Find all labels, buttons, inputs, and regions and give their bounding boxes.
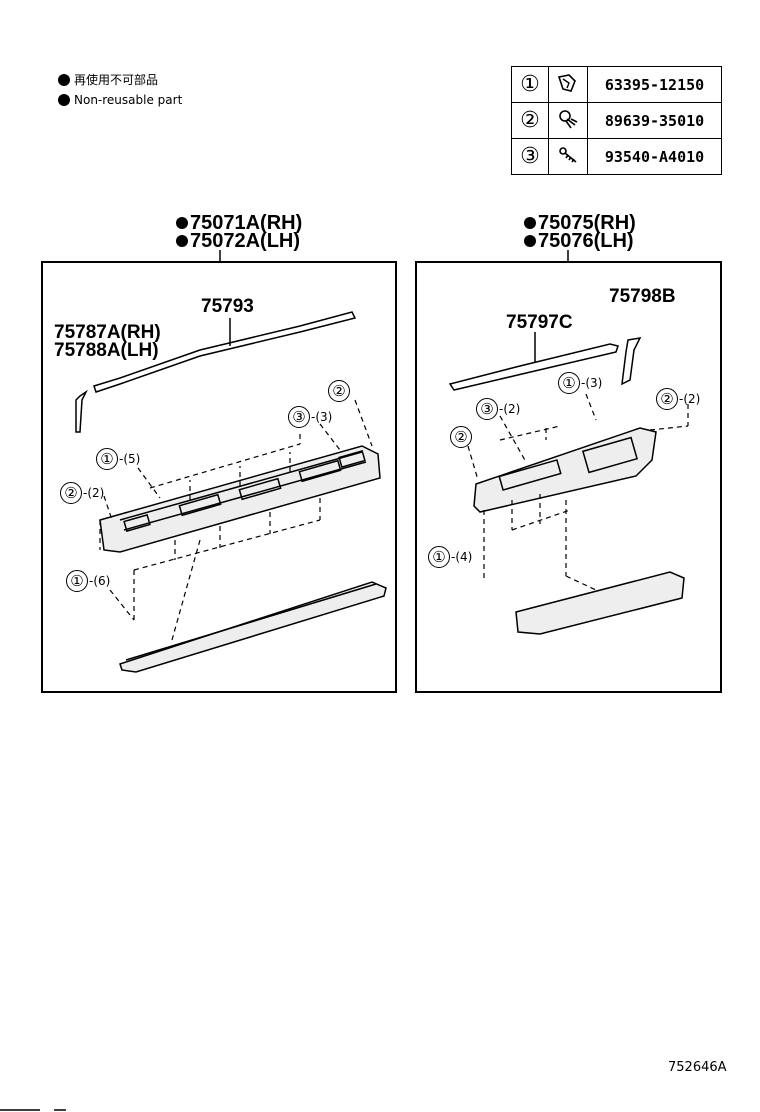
- callout: ③-(3): [288, 406, 332, 428]
- bullet-icon: [58, 94, 70, 106]
- assembly-part-number: 75075(RH): [538, 212, 636, 234]
- bullet-icon: [524, 235, 536, 247]
- part-label: 75787A(RH): [54, 322, 161, 343]
- part-label: 75797C: [506, 312, 573, 333]
- part-number: 63395-12150: [587, 66, 722, 103]
- assembly-part-number: 75071A(RH): [190, 212, 303, 234]
- callout: ③-(2): [476, 398, 520, 420]
- legend: 再使用不可部品 Non-reusable part: [58, 70, 182, 110]
- item-number: ③: [511, 138, 549, 175]
- table-row: ② 89639-35010: [511, 102, 722, 139]
- part-label: 75798B: [609, 286, 676, 307]
- clip-icon: [548, 102, 588, 139]
- legend-item: Non-reusable part: [58, 90, 182, 110]
- table-row: ① 63395-12150: [511, 66, 722, 103]
- callout: ②-(2): [60, 482, 104, 504]
- clip-icon: [548, 66, 588, 103]
- assembly-title-left: 75071A(RH) 75072A(LH): [176, 212, 303, 252]
- part-label: 75793: [201, 296, 254, 317]
- assembly-part-number: 75076(LH): [538, 230, 634, 252]
- screw-icon: [548, 138, 588, 175]
- callout: ①-(3): [558, 372, 602, 394]
- callout: ②: [328, 380, 351, 402]
- assembly-title-right: 75075(RH) 75076(LH): [524, 212, 636, 252]
- legend-text: Non-reusable part: [74, 93, 183, 107]
- part-label: 75788A(LH): [54, 340, 159, 361]
- bullet-icon: [176, 235, 188, 247]
- part-number: 89639-35010: [587, 102, 722, 139]
- bullet-icon: [58, 74, 70, 86]
- legend-item: 再使用不可部品: [58, 70, 182, 90]
- callout: ②-(2): [656, 388, 700, 410]
- right-assembly-panel: [415, 261, 722, 693]
- item-number: ②: [511, 102, 549, 139]
- bullet-icon: [176, 217, 188, 229]
- diagram-code: 752646A: [668, 1060, 727, 1075]
- table-row: ③ 93540-A4010: [511, 138, 722, 175]
- assembly-part-number: 75072A(LH): [190, 230, 301, 252]
- parts-table: ① 63395-12150 ② 89639-35010 ③ 93540-A401…: [511, 66, 722, 175]
- callout: ②: [450, 426, 473, 448]
- callout: ①-(6): [66, 570, 110, 592]
- legend-text: 再使用不可部品: [74, 73, 159, 87]
- callout: ①-(5): [96, 448, 140, 470]
- bullet-icon: [524, 217, 536, 229]
- left-assembly-panel: [41, 261, 397, 693]
- callout: ①-(4): [428, 546, 472, 568]
- item-number: ①: [511, 66, 549, 103]
- part-number: 93540-A4010: [587, 138, 722, 175]
